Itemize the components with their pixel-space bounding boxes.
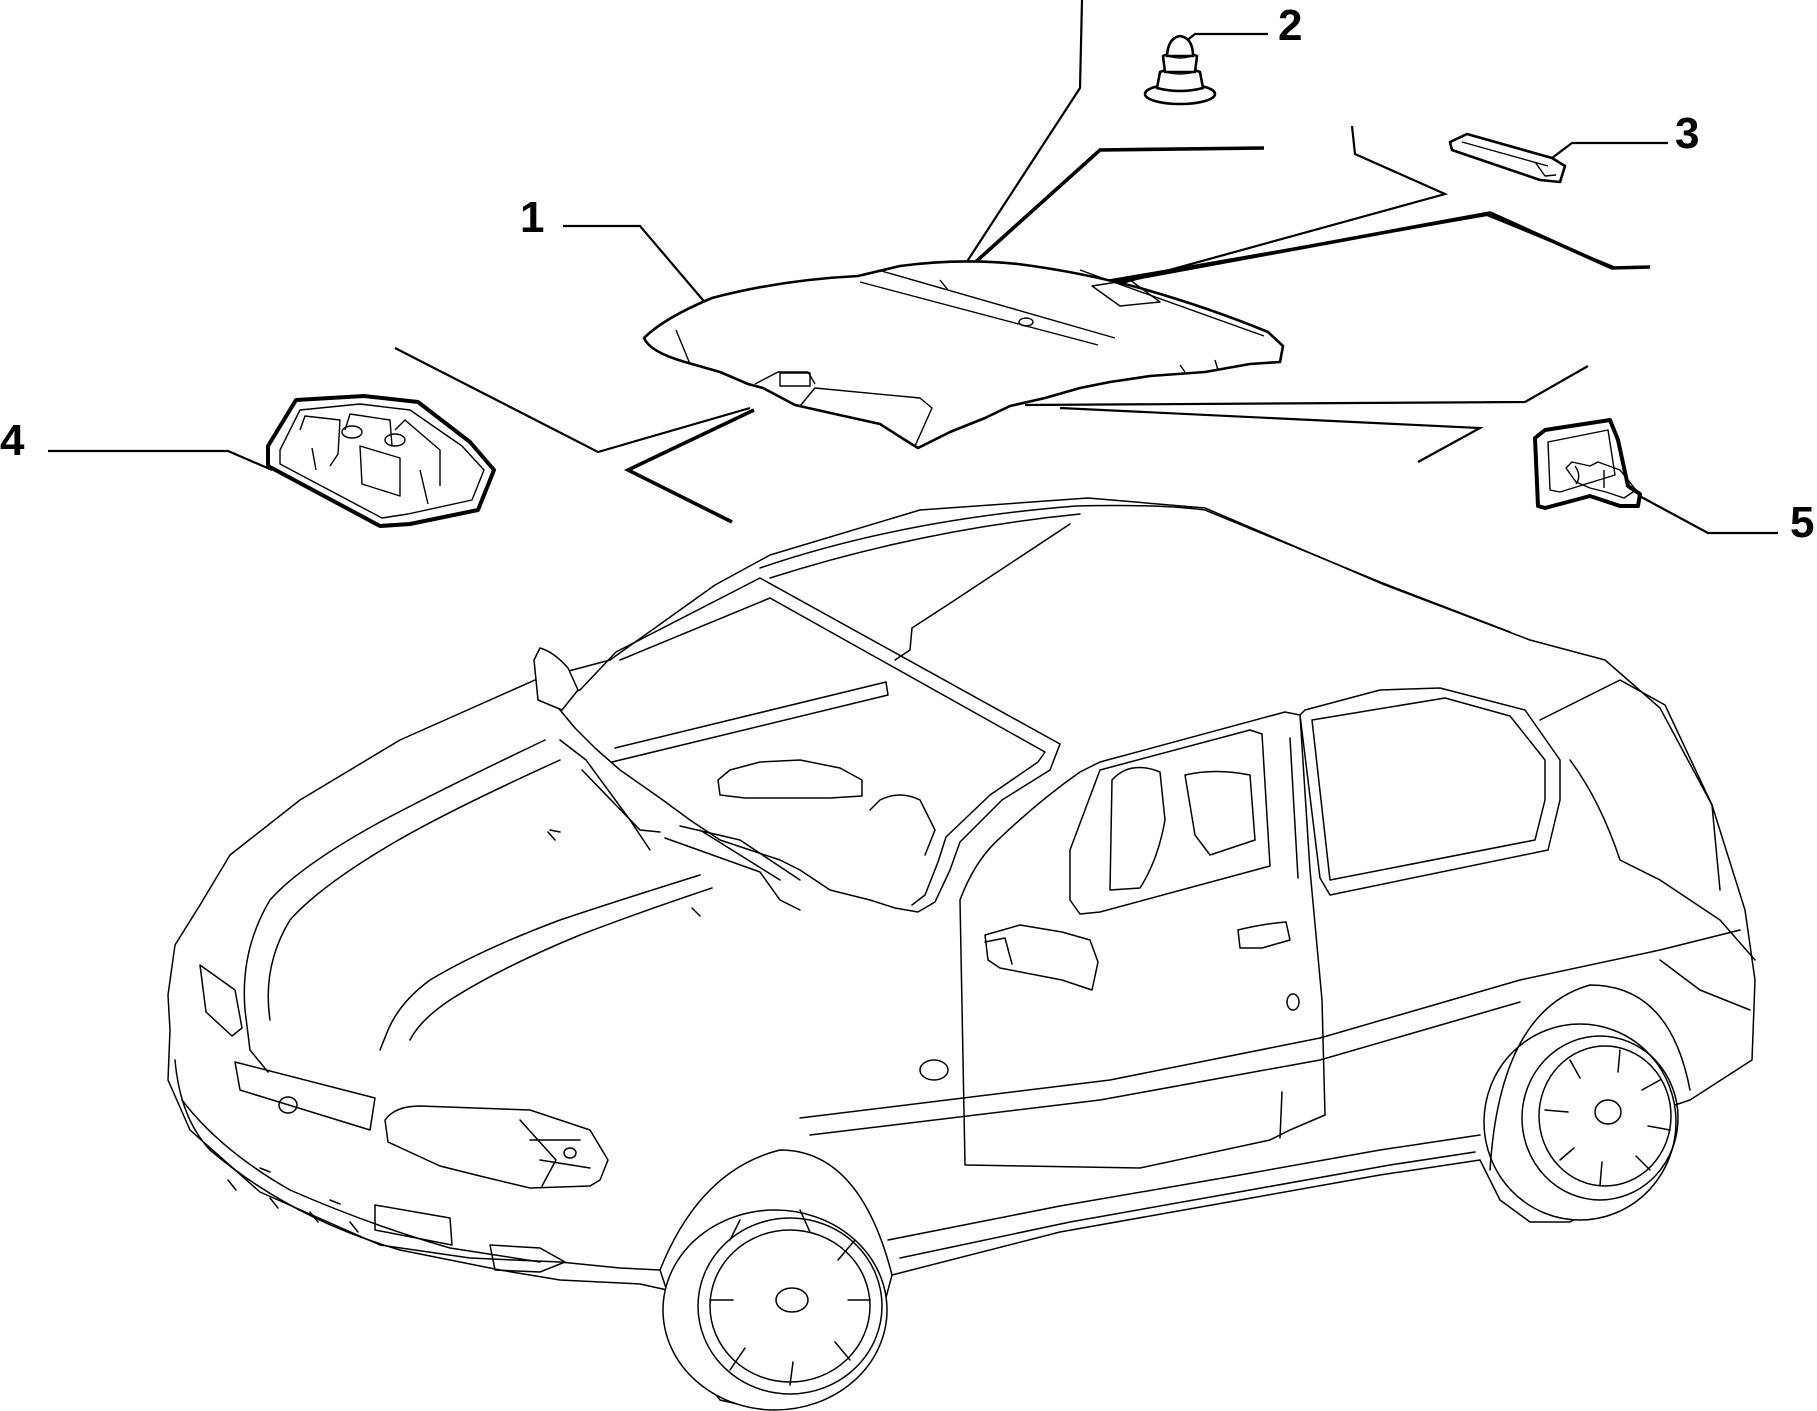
thick-guide-lines bbox=[623, 146, 1651, 524]
leader-line-5-to-headliner bbox=[1024, 365, 1589, 407]
callout-number-1: 1 bbox=[520, 193, 544, 242]
callout-number-2: 2 bbox=[1278, 1, 1302, 50]
callout-number-5: 5 bbox=[1790, 498, 1814, 547]
car-rear-wheel bbox=[1483, 1023, 1679, 1221]
callout-number-3: 3 bbox=[1675, 109, 1699, 158]
leader-line-2-to-headliner bbox=[954, 0, 1084, 281]
part-3-sun-visor-clip bbox=[1448, 132, 1567, 184]
leader-line-3-to-headliner-a bbox=[1114, 125, 1449, 287]
leader-line-4-to-headliner bbox=[394, 347, 751, 454]
part-1-headliner-panel bbox=[642, 260, 1285, 450]
leader-line-rear-extension bbox=[1059, 406, 1484, 463]
part-2-push-clip bbox=[1143, 34, 1217, 106]
leader-line-1 bbox=[563, 224, 709, 307]
guide-line-2 bbox=[958, 146, 1265, 278]
car-front-wheel bbox=[662, 1209, 888, 1411]
car-illustration bbox=[167, 497, 1756, 1411]
leader-lines bbox=[48, 0, 1778, 535]
leader-line-3 bbox=[1551, 141, 1668, 159]
leader-line-4 bbox=[48, 449, 273, 472]
car-door-outline bbox=[959, 711, 1326, 1169]
guide-line-4 bbox=[623, 408, 755, 524]
part-5-lamp-holder bbox=[1533, 418, 1642, 510]
callout-number-4: 4 bbox=[0, 416, 25, 465]
guide-line-3 bbox=[1109, 211, 1651, 285]
leader-line-5 bbox=[1631, 491, 1778, 535]
part-4-dome-light bbox=[266, 394, 496, 528]
leader-line-2 bbox=[1179, 32, 1268, 47]
